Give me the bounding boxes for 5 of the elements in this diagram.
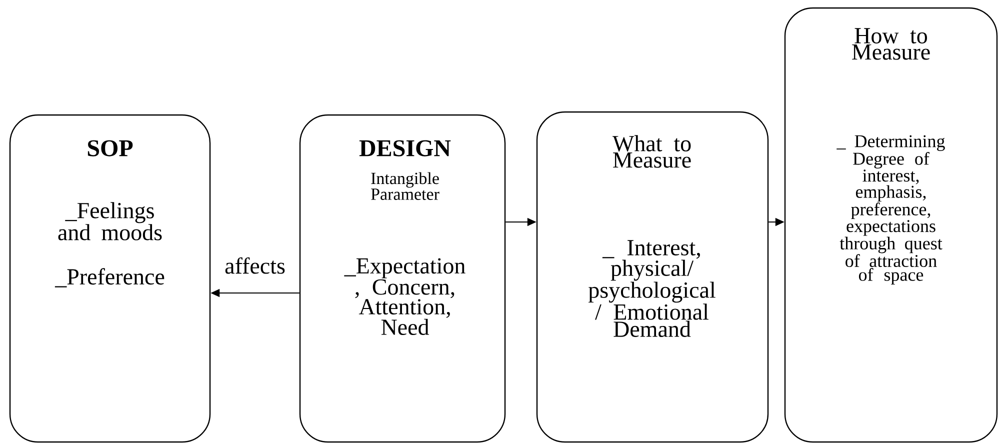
rounded-box: What to Measure _ Interest, physical/ psychological / Emotional Demand <box>536 111 769 443</box>
rounded-box: DESIGN Intangible Parameter _Expectation , Concern, Attention, Need <box>299 114 506 443</box>
rounded-box: SOP _Feelings and moods _Preference <box>9 114 211 443</box>
edge-label: affects <box>225 257 285 274</box>
rounded-box: How to Measure _ Determining Degree of interest, emphasis, preference, expectations through quest of attraction of space <box>784 7 998 443</box>
